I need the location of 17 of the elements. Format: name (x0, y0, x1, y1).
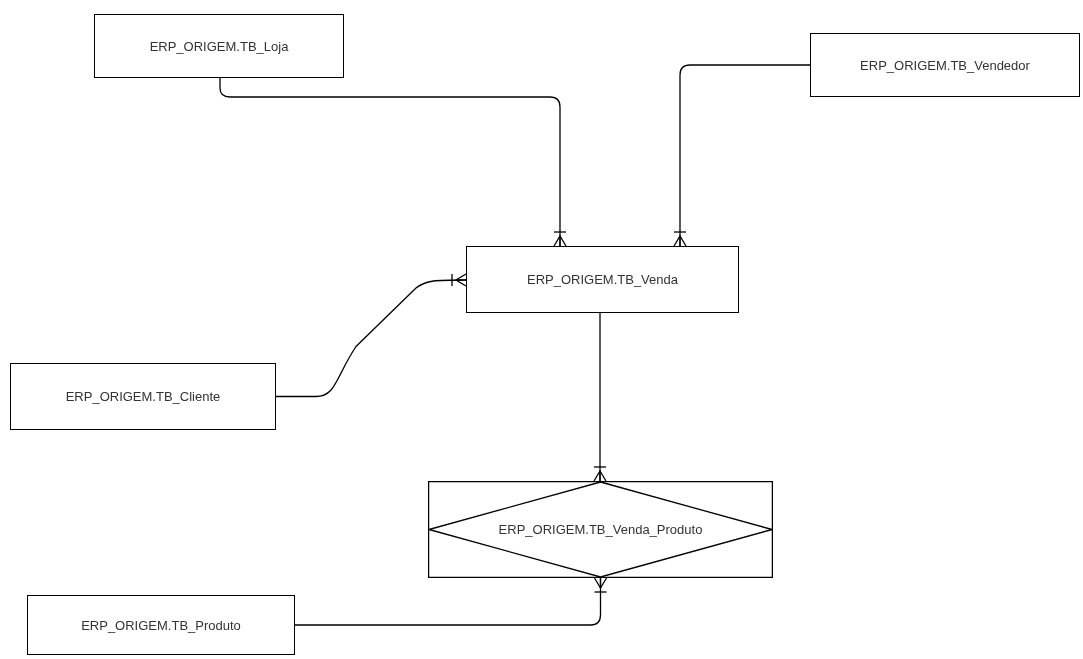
entity-box (10, 363, 276, 430)
entity-name: ERP_ORIGEM.TB_Loja (149, 38, 289, 54)
relationship-line (593, 312, 607, 482)
entity-name: ERP_ORIGEM.TB_Cliente (65, 389, 221, 404)
relationship-line (673, 64, 811, 247)
entity-name: ERP_ORIGEM.TB_Venda (527, 272, 678, 287)
relationship-line (275, 273, 467, 398)
relationship-line (219, 77, 567, 247)
entity-box (27, 595, 295, 655)
entity-name: ERP_ORIGEM.TB_Venda_Produto (498, 522, 703, 537)
entity-box (94, 14, 344, 78)
entity-box (466, 246, 739, 313)
associative-entity-shape (428, 481, 773, 578)
entity-name: ERP_ORIGEM.TB_Vendedor (860, 57, 1030, 73)
entity-box (810, 33, 1080, 97)
relationship-line (294, 577, 608, 626)
entity-name: ERP_ORIGEM.TB_Produto (81, 617, 241, 633)
